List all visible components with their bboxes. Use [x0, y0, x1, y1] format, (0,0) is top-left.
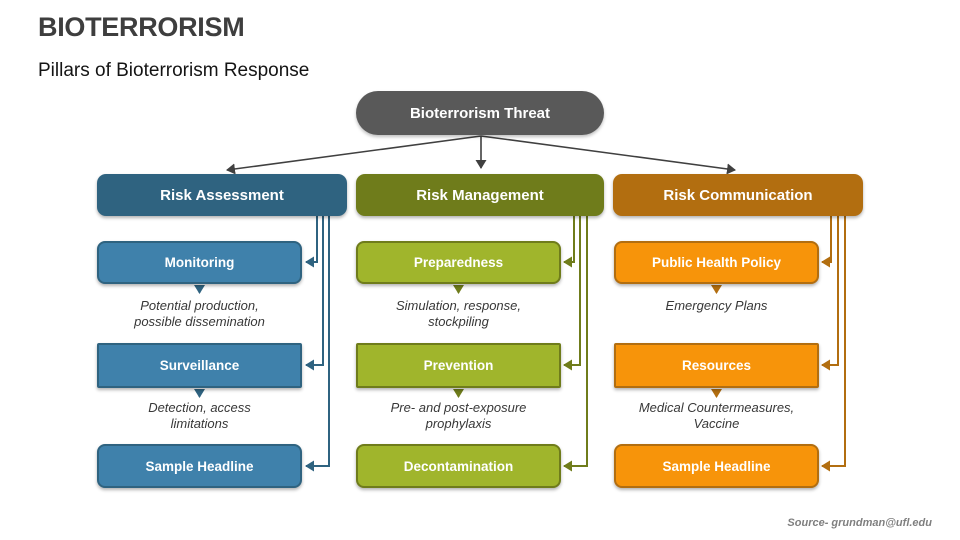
root-node-label: Bioterrorism Threat — [409, 104, 551, 122]
page-title: BIOTERRORISM — [38, 12, 245, 42]
caption-prevention: Pre- and post-exposure prophylaxis — [390, 400, 527, 432]
source-credit: Source- grundman@ufl.edu — [787, 517, 932, 529]
node-preparedness: Preparedness — [356, 241, 561, 284]
column-header-risk-assessment: Risk Assessment — [97, 174, 347, 216]
node-decontamination: Decontamination — [356, 444, 561, 488]
caption-public-health-policy: Emergency Plans — [665, 298, 768, 313]
caption-resources: Medical Countermeasures, Vaccine — [638, 400, 795, 432]
node-sample-headline-communication: Sample Headline — [614, 444, 819, 488]
node-prevention: Prevention — [356, 343, 561, 388]
column-header-risk-management: Risk Management — [356, 174, 604, 216]
root-node-bioterrorism-threat: Bioterrorism Threat — [356, 91, 604, 135]
node-resources: Resources — [614, 343, 819, 388]
caption-preparedness: Simulation, response, stockpiling — [395, 298, 521, 330]
node-public-health-policy: Public Health Policy — [614, 241, 819, 284]
caption-monitoring: Potential production, possible dissemina… — [134, 298, 265, 330]
column-header-risk-communication: Risk Communication — [613, 174, 863, 216]
root-fan-arrows — [226, 135, 736, 175]
node-surveillance: Surveillance — [97, 343, 302, 388]
node-monitoring: Monitoring — [97, 241, 302, 284]
page-subtitle: Pillars of Bioterrorism Response — [38, 60, 310, 81]
caption-surveillance: Detection, access limitations — [148, 400, 251, 432]
node-sample-headline-assessment: Sample Headline — [97, 444, 302, 488]
